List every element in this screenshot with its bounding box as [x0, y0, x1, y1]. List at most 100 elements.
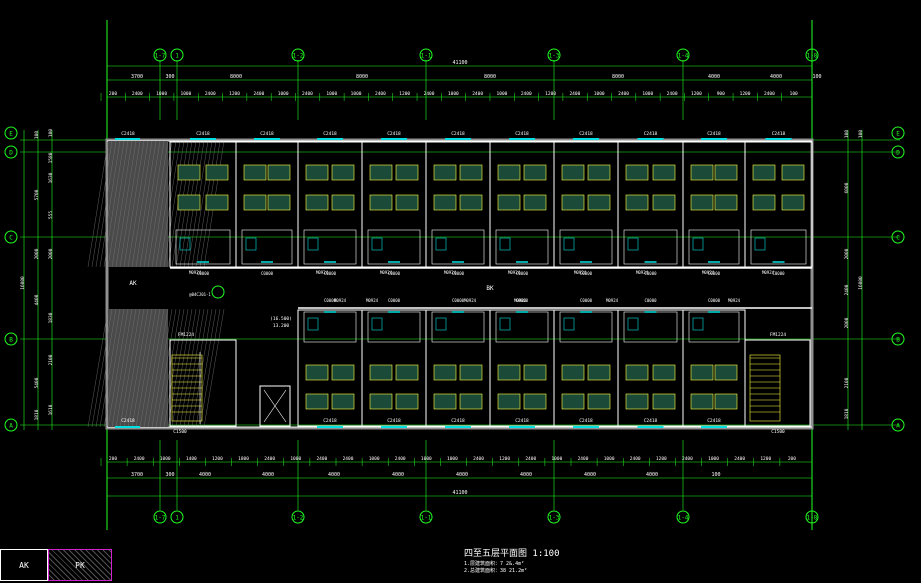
- hatch-line: [91, 140, 113, 268]
- axis-label-right: E: [896, 131, 900, 138]
- legend-ak: AK: [0, 549, 48, 581]
- ak-label: AK: [129, 280, 137, 287]
- dim-top-detail: 2400: [521, 91, 532, 97]
- axis-label-top: 1: [175, 53, 179, 60]
- bed: [331, 393, 355, 410]
- dim-top-detail: 2400: [472, 91, 483, 97]
- dim-top-detail: 200: [109, 91, 117, 97]
- bed: [433, 194, 457, 211]
- hatch-line: [135, 308, 157, 428]
- bed: [523, 364, 547, 381]
- hatch-line: [135, 140, 157, 268]
- bed: [652, 164, 676, 181]
- bed: [523, 194, 547, 211]
- window-label-lower: C2418: [644, 418, 658, 424]
- bed: [305, 364, 329, 381]
- bathroom: [175, 229, 231, 265]
- toilet: [499, 237, 511, 251]
- toilet: [371, 317, 383, 331]
- dim-bottom-detail: 200: [788, 456, 796, 462]
- hatch-line: [95, 140, 117, 268]
- hatch-line: [167, 308, 189, 428]
- clean-label-lower: C0000: [452, 298, 465, 303]
- dim-top-detail: 1000: [497, 91, 508, 97]
- bathroom: [431, 229, 485, 265]
- toilet: [307, 317, 319, 331]
- dim-right: 16000: [858, 276, 864, 290]
- dim-bottom-detail: 1000: [369, 456, 380, 462]
- hatch-line: [179, 308, 201, 428]
- dim-top-detail: 1000: [278, 91, 289, 97]
- hatch-line: [119, 308, 141, 428]
- bed: [523, 393, 547, 410]
- dim-top-main: 8000: [484, 74, 496, 80]
- door-label-upper: M0924: [380, 270, 393, 275]
- dim-left: 1630: [48, 172, 54, 183]
- bed: [369, 364, 393, 381]
- hatch-line: [103, 308, 125, 428]
- axis-bubble-top: [170, 48, 184, 62]
- stair-right: [744, 339, 811, 427]
- bed: [267, 194, 291, 211]
- hatch-line: [183, 308, 205, 428]
- axis-label-right: C: [896, 235, 900, 242]
- hatch-line: [131, 308, 153, 428]
- door-label-upper: M0924: [508, 270, 521, 275]
- dim-right: 2000: [844, 317, 850, 328]
- hatch-line: [151, 140, 173, 268]
- elev-label: (16.500): [270, 316, 292, 322]
- axis-bubble-top: [419, 48, 433, 62]
- bed: [561, 194, 585, 211]
- hatch-line: [199, 308, 221, 428]
- hatch-line: [139, 308, 161, 428]
- bathroom: [623, 311, 678, 343]
- axis-bubble-left: [4, 418, 18, 432]
- dim-bottom-detail: 1000: [290, 456, 301, 462]
- bed: [587, 194, 611, 211]
- clean-label-upper: C0000: [261, 271, 274, 276]
- axis-label-bottom: 1-3: [549, 515, 560, 522]
- axis-label-left: B: [9, 337, 13, 344]
- bed: [652, 393, 676, 410]
- bed: [369, 164, 393, 181]
- bed: [177, 164, 201, 181]
- bathroom: [241, 229, 293, 265]
- window-label-upper: C2418: [387, 131, 401, 137]
- dim-left: 5400: [34, 377, 40, 388]
- bathroom: [623, 229, 678, 265]
- window-label-upper: C2418: [196, 131, 210, 137]
- bed: [587, 393, 611, 410]
- bed: [652, 194, 676, 211]
- hatch-line: [143, 140, 165, 268]
- bathroom: [431, 311, 485, 343]
- axis-label-top: 1-1: [421, 53, 432, 60]
- dim-bottom-main: 4000: [199, 472, 211, 478]
- dim-bottom-main: 4000: [456, 472, 468, 478]
- bed: [752, 194, 776, 211]
- axis-bubble-right: [891, 126, 905, 140]
- dim-top-detail: 2400: [132, 91, 143, 97]
- axis-bubble-top: [291, 48, 305, 62]
- bed: [652, 364, 676, 381]
- note-1: 1.层建筑面积：7 2&.4m²: [464, 561, 525, 567]
- drawing-notes: 1.层建筑面积：7 2&.4m² 2.总建筑面积：38 21.2m²: [464, 561, 527, 575]
- dim-left: 2000: [34, 248, 40, 259]
- axis-bubble-bottom: [170, 510, 184, 524]
- bed: [177, 194, 201, 211]
- hatch-line: [123, 308, 145, 428]
- axis-bubble-bottom: [153, 510, 167, 524]
- dim-bottom-detail: 1000: [708, 456, 719, 462]
- dim-bottom-main: 4000: [646, 472, 658, 478]
- bed: [625, 164, 649, 181]
- clean-label-lower: C0000: [324, 298, 337, 303]
- dim-bottom-detail: 2400: [734, 456, 745, 462]
- axis-bubble-left: [4, 230, 18, 244]
- dim-top-detail: 2400: [569, 91, 580, 97]
- hatch-line: [87, 140, 109, 268]
- dim-top-main: 8000: [356, 74, 368, 80]
- elevator-x: [263, 389, 287, 423]
- clean-label-upper: C0000: [708, 271, 721, 276]
- dim-top-detail: 1200: [399, 91, 410, 97]
- dim-top-detail: 2400: [764, 91, 775, 97]
